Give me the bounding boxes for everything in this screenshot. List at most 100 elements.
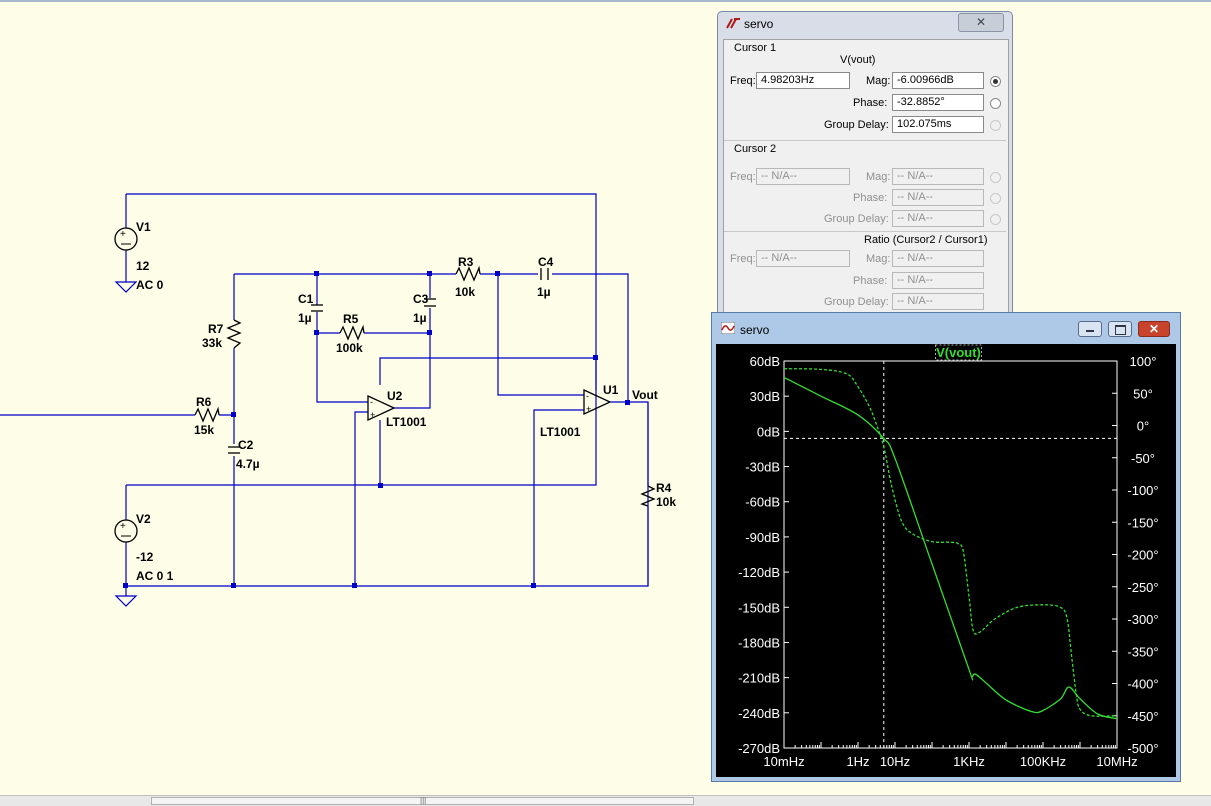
ratio-phase-field[interactable]: -- N/A-- xyxy=(892,272,984,289)
cursor-dialog-titlebar[interactable]: servo ✕ xyxy=(718,12,1012,34)
c1-name: C1 xyxy=(298,292,314,306)
junctions xyxy=(123,271,630,588)
cursor-dialog[interactable]: servo ✕ Cursor 1 V(vout) Freq: 4.98203Hz… xyxy=(717,11,1013,318)
u2-part: LT1001 xyxy=(386,415,427,429)
capacitor-c4[interactable] xyxy=(540,268,549,280)
cursor-panel: Cursor 1 V(vout) Freq: 4.98203Hz Mag: -6… xyxy=(723,39,1009,315)
cursor1-gd-label: Group Delay: xyxy=(824,119,889,131)
resistor-r6[interactable] xyxy=(194,406,220,423)
y-right-tick-label: -300° xyxy=(1127,612,1158,627)
resistor-r4[interactable] xyxy=(640,485,656,507)
resistor-r5[interactable] xyxy=(339,324,365,341)
capacitor-c1[interactable] xyxy=(311,304,323,312)
cursor2-phase-label: Phase: xyxy=(853,192,888,204)
ratio-mag-label: Mag: xyxy=(866,253,891,265)
plot-frame xyxy=(783,360,1118,749)
cursor1-group: Cursor 1 V(vout) Freq: 4.98203Hz Mag: -6… xyxy=(724,40,1006,137)
cursor2-freq-field[interactable]: -- N/A-- xyxy=(756,168,850,185)
bode-plot[interactable]: 60dB30dB0dB-30dB-60dB-90dB-120dB-150dB-1… xyxy=(716,344,1176,777)
cursor1-title: Cursor 1 xyxy=(734,42,777,54)
svg-text:+: + xyxy=(120,229,126,240)
y-right-tick-label: -350° xyxy=(1127,644,1158,659)
y-right-tick-label: 100° xyxy=(1130,354,1157,369)
minimize-button[interactable] xyxy=(1078,321,1102,337)
cursor2-mag-radio[interactable] xyxy=(990,172,1001,183)
y-right-tick-label: -400° xyxy=(1127,677,1158,692)
ratio-freq-field[interactable]: -- N/A-- xyxy=(756,250,850,267)
v1-name: V1 xyxy=(136,220,151,234)
cursor2-gd-radio[interactable] xyxy=(990,214,1001,225)
ratio-title: Ratio (Cursor2 / Cursor1) xyxy=(864,234,988,246)
close-button[interactable]: ✕ xyxy=(1138,321,1170,337)
c3-name: C3 xyxy=(413,292,429,306)
cursor2-gd-field[interactable]: -- N/A-- xyxy=(892,210,984,227)
r7-value: 33k xyxy=(202,336,222,350)
c2-value: 4.7µ xyxy=(236,457,260,471)
y-right-tick-label: -50° xyxy=(1131,451,1155,466)
cursor1-gd-radio[interactable] xyxy=(990,120,1001,131)
cursor2-mag-field[interactable]: -- N/A-- xyxy=(892,168,984,185)
y-left-tick-label: -180dB xyxy=(738,635,780,650)
x-tick-label: 100KHz xyxy=(1020,754,1066,769)
y-left-tick-label: -60dB xyxy=(745,495,780,510)
cursor2-group: Cursor 2 Freq: -- N/A-- Mag: -- N/A-- Ph… xyxy=(724,140,1006,229)
ratio-gd-field[interactable]: -- N/A-- xyxy=(892,293,984,310)
opamp-u1[interactable]: - + xyxy=(583,388,612,416)
svg-text:+: + xyxy=(586,404,591,414)
cursor1-trace: V(vout) xyxy=(840,54,876,66)
capacitor-c3[interactable] xyxy=(424,298,436,307)
opamp-u2[interactable]: - + xyxy=(367,394,396,422)
cursor1-gd-field[interactable]: 102.075ms xyxy=(892,116,984,133)
source-v1[interactable]: + xyxy=(114,227,138,251)
c4-value: 1µ xyxy=(537,285,551,299)
cursor1-phase-radio[interactable] xyxy=(990,98,1001,109)
cursor1-mag-label: Mag: xyxy=(866,75,891,87)
cursor1-phase-field[interactable]: -32.8852° xyxy=(892,94,984,111)
c1-value: 1µ xyxy=(298,311,312,325)
r3-name: R3 xyxy=(458,255,474,269)
x-tick-label: 10MHz xyxy=(1096,754,1137,769)
cursor1-mag-radio[interactable] xyxy=(990,76,1001,87)
resistor-r7[interactable] xyxy=(226,319,242,349)
resistor-r3[interactable] xyxy=(455,265,481,282)
source-v2[interactable]: + xyxy=(114,519,138,543)
cursor1-freq-label: Freq: xyxy=(730,75,756,87)
magnitude-trace xyxy=(784,376,1117,720)
r5-name: R5 xyxy=(343,312,359,326)
v2-value: -12 xyxy=(136,550,154,564)
cursor2-phase-field[interactable]: -- N/A-- xyxy=(892,189,984,206)
wires xyxy=(0,193,649,587)
r7-name: R7 xyxy=(208,322,224,336)
capacitor-c2[interactable] xyxy=(228,446,240,454)
r6-name: R6 xyxy=(196,395,212,409)
y-left-tick-label: 60dB xyxy=(750,354,780,369)
horizontal-scrollbar[interactable]: ||| xyxy=(0,795,1211,806)
ratio-mag-field[interactable]: -- N/A-- xyxy=(892,250,984,267)
x-tick-label: 1KHz xyxy=(953,754,985,769)
svg-text:+: + xyxy=(120,521,126,532)
cursor1-mag-field[interactable]: -6.00966dB xyxy=(892,72,984,89)
r4-value: 10k xyxy=(656,495,676,509)
cursor-dialog-close-button[interactable]: ✕ xyxy=(958,13,1004,32)
cursor2-title: Cursor 2 xyxy=(734,143,777,155)
c3-value: 1µ xyxy=(413,311,427,325)
y-right-tick-label: -200° xyxy=(1127,548,1158,563)
trace-label-box xyxy=(935,344,982,361)
cursor1-freq-field[interactable]: 4.98203Hz xyxy=(756,72,850,89)
window-top-edge xyxy=(0,0,1211,2)
cursor2-gd-label: Group Delay: xyxy=(824,213,889,225)
x-tick-label: 10Hz xyxy=(880,754,910,769)
v1-ac: AC 0 xyxy=(136,278,164,292)
svg-text:+: + xyxy=(370,410,375,420)
cursor2-phase-radio[interactable] xyxy=(990,193,1001,204)
u1-part: LT1001 xyxy=(540,425,581,439)
maximize-button[interactable] xyxy=(1108,321,1132,337)
y-right-tick-label: 0° xyxy=(1137,419,1149,434)
x-tick-label: 1Hz xyxy=(846,754,869,769)
waveform-window-titlebar[interactable]: servo ✕ xyxy=(712,313,1180,343)
y-left-tick-label: 0dB xyxy=(757,424,780,439)
y-left-tick-label: -270dB xyxy=(738,741,780,756)
